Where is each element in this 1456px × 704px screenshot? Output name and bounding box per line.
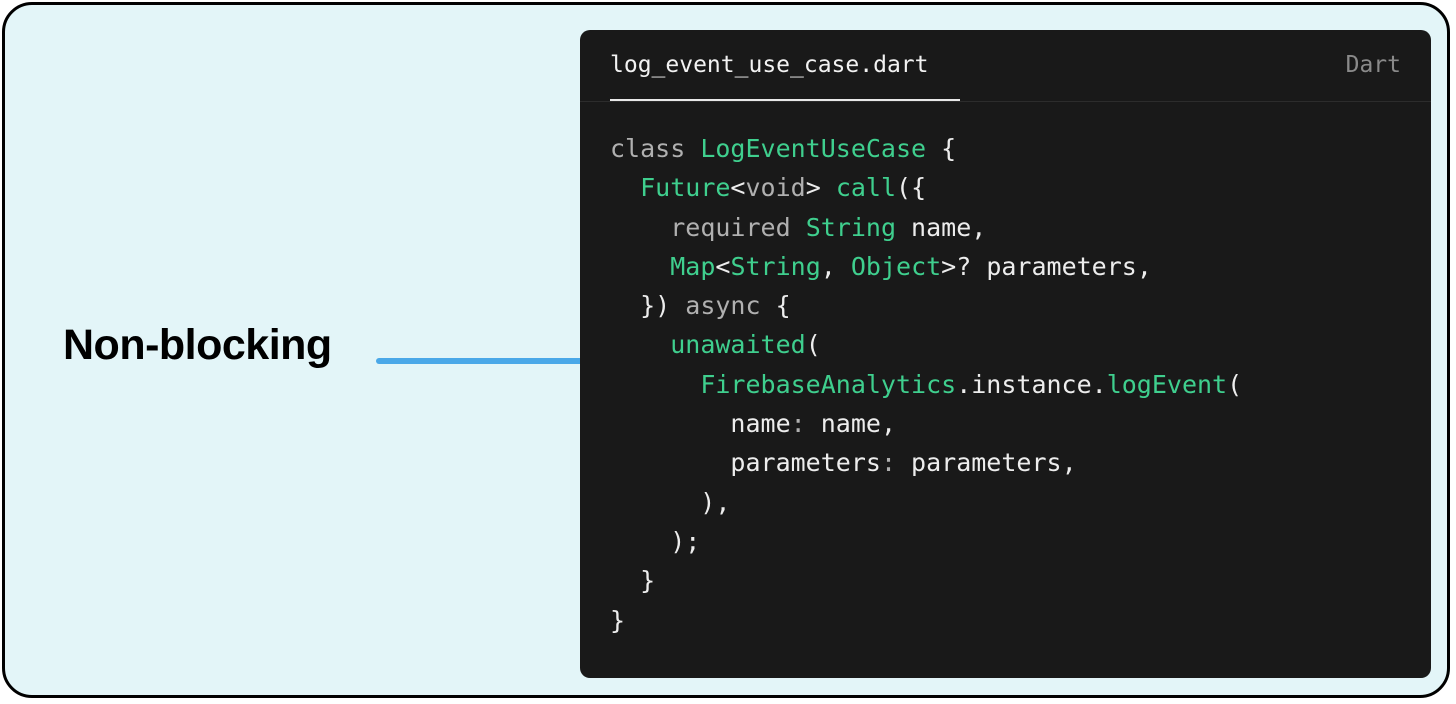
code-body: class LogEventUseCase { Future<void> cal… bbox=[610, 129, 1411, 640]
code-token: name, bbox=[805, 409, 896, 439]
code-line: }) async { bbox=[610, 286, 1411, 325]
non-blocking-label: Non-blocking bbox=[63, 321, 332, 369]
code-line: } bbox=[610, 601, 1411, 640]
code-token: ); bbox=[610, 526, 701, 556]
code-token bbox=[610, 370, 700, 399]
code-token bbox=[610, 173, 640, 202]
code-editor: log_event_use_case.dart Dart class LogEv… bbox=[580, 30, 1431, 678]
code-token: ), bbox=[610, 487, 731, 517]
code-line: Map<String, Object>? parameters, bbox=[610, 247, 1411, 286]
code-token: }) bbox=[610, 291, 686, 321]
code-token: Object bbox=[850, 251, 942, 281]
code-token: Map bbox=[670, 251, 716, 281]
code-token: ( bbox=[1227, 369, 1243, 399]
code-token: unawaited bbox=[670, 330, 806, 360]
code-token: void bbox=[745, 173, 806, 203]
code-token: } bbox=[610, 605, 626, 635]
code-line: ), bbox=[610, 483, 1411, 522]
code-token: parameters, bbox=[896, 448, 1077, 478]
code-line: Future<void> call({ bbox=[610, 168, 1411, 207]
code-token: parameters bbox=[610, 448, 881, 478]
code-token bbox=[610, 213, 670, 242]
code-token: : bbox=[880, 448, 896, 478]
code-token bbox=[610, 330, 670, 359]
code-token: } bbox=[610, 566, 656, 596]
code-line: } bbox=[610, 561, 1411, 600]
code-line: name: name, bbox=[610, 404, 1411, 443]
code-token: logEvent bbox=[1106, 369, 1228, 399]
language-label: Dart bbox=[1345, 52, 1401, 78]
code-line: ); bbox=[610, 522, 1411, 561]
code-token: { bbox=[926, 134, 957, 163]
code-token bbox=[610, 252, 670, 281]
code-token: LogEventUseCase bbox=[700, 134, 927, 163]
editor-header: log_event_use_case.dart Dart bbox=[580, 30, 1431, 102]
code-token: required bbox=[670, 212, 806, 242]
code-token: FirebaseAnalytics bbox=[700, 369, 957, 399]
code-token: : bbox=[790, 409, 806, 439]
code-token: .instance. bbox=[956, 369, 1107, 399]
code-line: parameters: parameters, bbox=[610, 443, 1411, 482]
code-token: ( bbox=[805, 330, 821, 360]
code-token: Future bbox=[640, 173, 731, 203]
code-line: FirebaseAnalytics.instance.logEvent( bbox=[610, 365, 1411, 404]
code-token: , bbox=[820, 251, 851, 281]
code-token: < bbox=[715, 251, 731, 281]
code-token: { bbox=[760, 291, 791, 321]
code-token: async bbox=[685, 291, 761, 321]
code-token: >? parameters, bbox=[941, 251, 1152, 281]
code-token: String bbox=[805, 212, 896, 242]
code-line: required String name, bbox=[610, 208, 1411, 247]
code-token: String bbox=[730, 251, 821, 281]
code-line: unawaited( bbox=[610, 325, 1411, 364]
code-token: class bbox=[610, 134, 701, 163]
file-tab[interactable]: log_event_use_case.dart bbox=[610, 30, 960, 101]
code-token: call bbox=[835, 173, 897, 203]
code-token: < bbox=[730, 173, 746, 203]
code-token: > bbox=[805, 173, 836, 203]
code-token: ({ bbox=[896, 173, 927, 203]
code-line: class LogEventUseCase { bbox=[610, 129, 1411, 168]
code-token: name, bbox=[896, 212, 987, 242]
code-token: name bbox=[610, 409, 791, 439]
